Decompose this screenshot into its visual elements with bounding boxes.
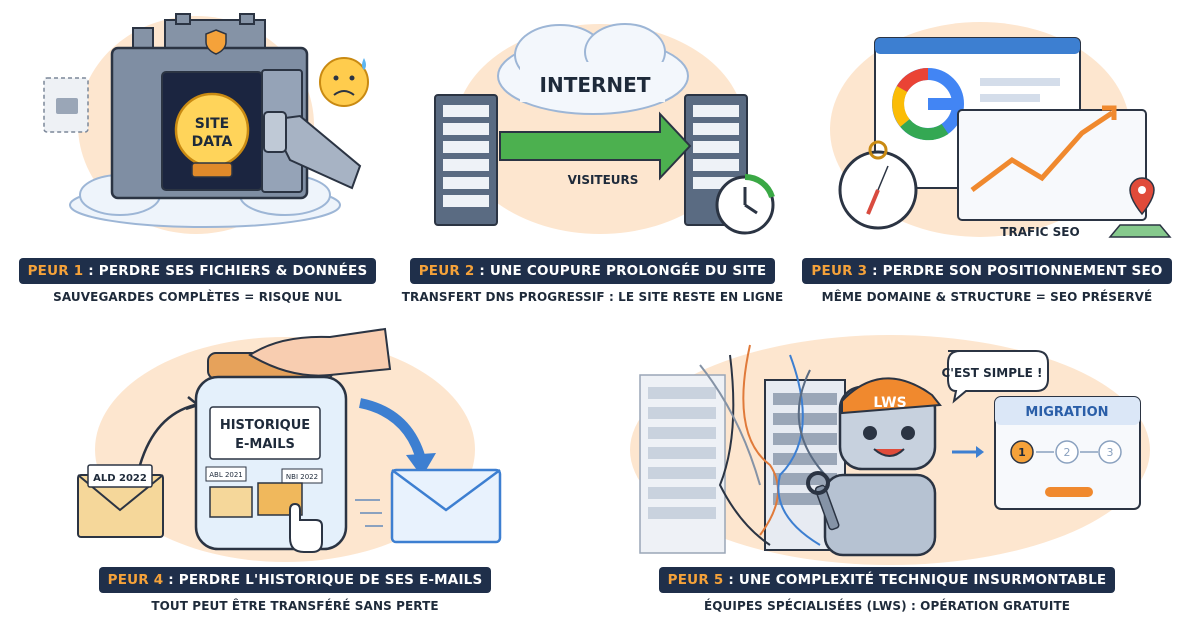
arrow-right-icon: VISITEURS [499,111,692,187]
envelope-date: ALD 2022 [93,473,147,484]
trafic-seo-label: TRAFIC SEO [1000,225,1079,239]
cloud-icon: INTERNET [497,23,689,115]
curved-arrow-icon [138,396,201,466]
caption-peur-3: PEUR 3 : PERDRE SON POSITIONNEMENT SEO M… [790,258,1184,304]
robot-icon: LWS [823,377,942,557]
fear-title: : UNE COMPLEXITÉ TECHNIQUE INSURMONTABLE [723,572,1107,588]
fear-number: PEUR 4 [107,572,164,588]
jar-label-line2: E-MAILS [235,437,295,452]
caption-peur-2: PEUR 2 : UNE COUPURE PROLONGÉE DU SITE T… [395,258,790,304]
caption-pill: PEUR 4 : PERDRE L'HISTORIQUE DE SES E-MA… [98,567,492,593]
caption-pill: PEUR 3 : PERDRE SON POSITIONNEMENT SEO [802,258,1172,284]
hand-icon [248,327,392,377]
caption-peur-1: PEUR 1 : PERDRE SES FICHIERS & DONNÉES S… [0,258,395,304]
fear-number: PEUR 1 [27,263,84,279]
curved-arrow-icon [358,398,436,477]
fear-title: : PERDRE L'HISTORIQUE DE SES E-MAILS [163,572,483,588]
migration-illustration: LWS C'EST SIMPLE ! MIGRATION 1 2 3 [639,344,1141,557]
step-1: 1 [1018,446,1026,459]
panel-peur-4: ALD 2022 HISTORIQUE E-MAILS ABL 2021 NBI… [0,315,590,637]
caption-peur-4: PEUR 4 : PERDRE L'HISTORIQUE DE SES E-MA… [0,567,590,613]
jar-icon: HISTORIQUE E-MAILS ABL 2021 NBI 2022 [194,352,348,551]
visitors-label: VISITEURS [568,173,639,187]
panel-peur-2: INTERNET VISITEURS P [395,0,790,315]
fear-subtitle: TOUT PEUT ÊTRE TRANSFÉRÉ SANS PERTE [151,599,439,613]
jar-note-1: ABL 2021 [209,471,243,479]
speech-text: C'EST SIMPLE ! [941,366,1042,380]
folder-icon [43,77,89,133]
server-icon [434,94,498,226]
clock-icon [715,173,775,235]
fear-subtitle: ÉQUIPES SPÉCIALISÉES (LWS) : OPÉRATION G… [703,599,1071,613]
caption-pill: PEUR 1 : PERDRE SES FICHIERS & DONNÉES [18,258,377,284]
pointer-hand-icon [289,502,323,553]
fear-title: : PERDRE SON POSITIONNEMENT SEO [867,263,1163,279]
fear-number: PEUR 3 [811,263,868,279]
shield-icon [205,29,227,55]
site-text: SITE [195,116,229,132]
migration-window-icon: MIGRATION 1 2 3 [952,396,1141,510]
lws-cap-label: LWS [873,395,906,411]
internet-label: INTERNET [540,73,651,97]
robot-hand-icon [263,111,362,190]
envelope-icon: ALD 2022 [77,464,164,538]
jar-note-2: NBI 2022 [286,473,318,481]
fear-subtitle: SAUVEGARDES COMPLÈTES = RISQUE NUL [53,290,342,304]
envelope-icon [355,468,502,544]
vault-illustration: SITE DATA [43,13,369,228]
fear-subtitle: MÊME DOMAINE & STRUCTURE = SEO PRÉSERVÉ [821,290,1153,304]
caption-pill: PEUR 2 : UNE COUPURE PROLONGÉE DU SITE [409,258,776,284]
fear-number: PEUR 2 [418,263,475,279]
caption-peur-5: PEUR 5 : UNE COMPLEXITÉ TECHNIQUE INSURM… [590,567,1184,613]
trend-chart-icon [957,105,1147,221]
map-pin-icon [1108,177,1172,238]
fear-number: PEUR 5 [667,572,724,588]
panel-peur-5: LWS C'EST SIMPLE ! MIGRATION 1 2 3 [590,315,1184,637]
dns-illustration: INTERNET VISITEURS [434,23,775,235]
compass-icon [838,140,918,230]
panel-peur-1: SITE DATA PEUR 1 : PERDRE SES FICHIERS &… [0,0,395,315]
crystal-ball-icon: SITE DATA [174,92,250,178]
fear-subtitle: TRANSFERT DNS PROGRESSIF : LE SITE RESTE… [401,290,784,304]
migration-title: MIGRATION [1025,405,1108,420]
data-text: DATA [192,134,233,150]
fear-title: : PERDRE SES FICHIERS & DONNÉES [83,263,368,279]
step-2: 2 [1064,446,1071,459]
panel-peur-3: TRAFIC SEO PEUR 3 : PERDRE SON POSITIONN… [790,0,1184,315]
seo-illustration: TRAFIC SEO [838,37,1172,239]
email-jar-illustration: ALD 2022 HISTORIQUE E-MAILS ABL 2021 NBI… [77,327,502,553]
step-3: 3 [1107,446,1114,459]
wrench-icon [806,471,840,531]
jar-label-line1: HISTORIQUE [220,418,310,433]
caption-pill: PEUR 5 : UNE COMPLEXITÉ TECHNIQUE INSURM… [658,567,1116,593]
worried-emoji-icon [319,57,369,107]
fear-title: : UNE COUPURE PROLONGÉE DU SITE [474,263,767,279]
speech-bubble-icon: C'EST SIMPLE ! [941,350,1049,404]
